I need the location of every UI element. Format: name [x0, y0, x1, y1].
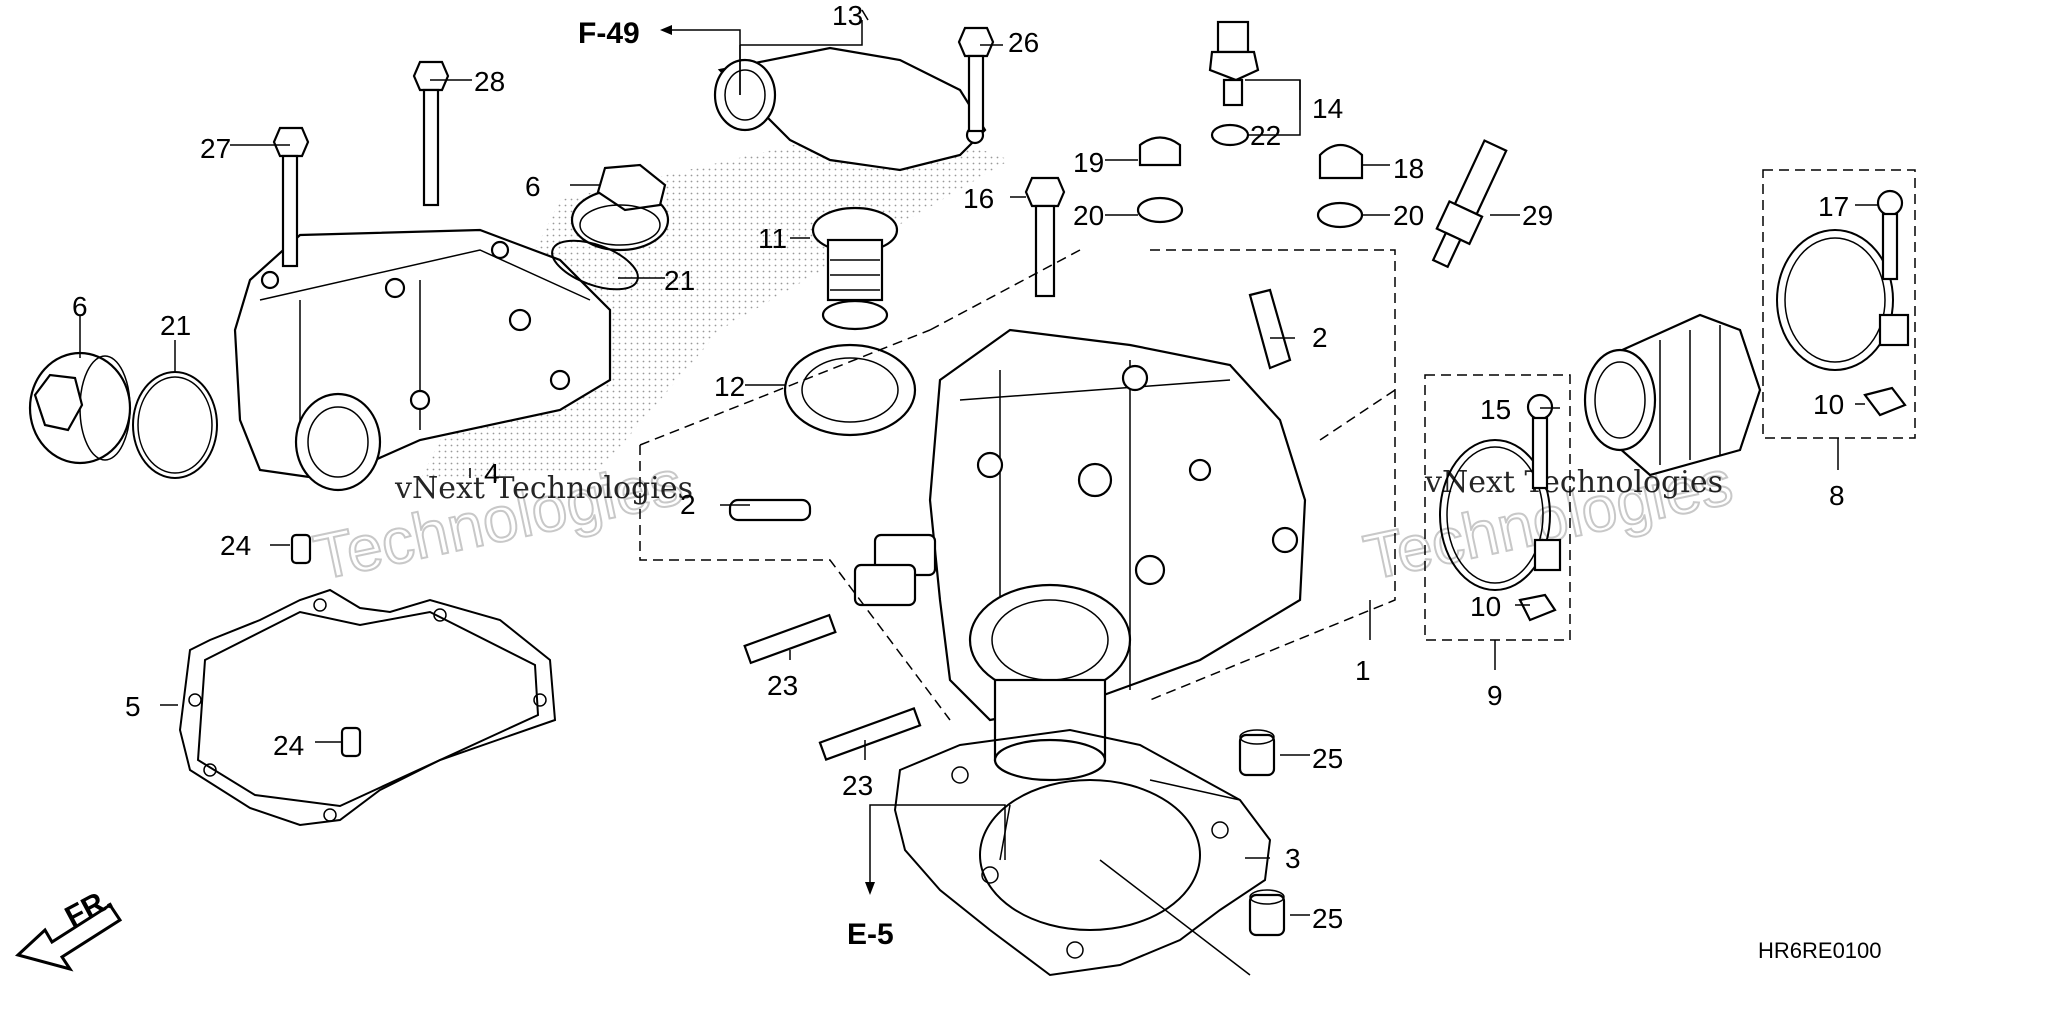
callout-26: 26 [1008, 27, 1039, 58]
callout-27: 27 [200, 133, 231, 164]
dowel-25-lower [1248, 889, 1286, 937]
head-gasket-holes [951, 766, 1229, 959]
callout-19: 19 [1073, 147, 1104, 178]
leader-lines [79, 9, 1878, 976]
callout-4: 4 [484, 458, 500, 489]
callout-25-lower: 25 [1312, 903, 1343, 934]
bolt-27 [272, 126, 310, 268]
callout-25-upper: 25 [1312, 743, 1343, 774]
callout-18: 18 [1393, 153, 1424, 184]
callout-16: 16 [963, 183, 994, 214]
callout-17: 17 [1818, 191, 1849, 222]
oil-filler-cap-left [28, 351, 132, 465]
callout-6-top: 6 [525, 171, 541, 202]
washer-20-left [1136, 196, 1184, 224]
stud-bolt-23-lower [818, 707, 922, 761]
callout-24-upper: 24 [220, 530, 251, 561]
cylinder-head [853, 328, 1307, 782]
callout-2-lower: 2 [680, 489, 696, 520]
intake-insulator [1583, 313, 1762, 477]
clamp-band-8 [1776, 229, 1910, 371]
callout-20-right: 20 [1393, 200, 1424, 231]
insulator-band-9 [1439, 439, 1562, 591]
bolt-16 [1024, 176, 1066, 298]
reference-arrow-f49 [660, 25, 700, 35]
ref-label-f49: F-49 [578, 17, 640, 50]
callout-5: 5 [125, 691, 141, 722]
callout-3: 3 [1285, 843, 1301, 874]
dowel-25-upper [1238, 729, 1276, 777]
head-gasket-bore [979, 779, 1201, 931]
callout-20-left: 20 [1073, 200, 1104, 231]
thermostat-seal-inner [801, 357, 899, 423]
bolt-26 [957, 26, 995, 133]
thermostat-cover [713, 46, 987, 172]
callout-14: 14 [1312, 93, 1343, 124]
cylinder-head-gasket [893, 728, 1272, 977]
dowel-pin-24-lower [340, 726, 362, 758]
callout-15: 15 [1480, 394, 1511, 425]
watermark-text-left: vNext Technologies [394, 471, 693, 506]
callout-22: 22 [1250, 120, 1281, 151]
stud-bolt-23-upper [743, 613, 837, 665]
oil-filler-cap-top [570, 163, 670, 252]
callout-2-upper: 2 [1312, 322, 1328, 353]
group-8-box [1762, 169, 1916, 439]
thermostat [811, 206, 899, 331]
temperature-sensor [1208, 20, 1260, 107]
callout-23-lower: 23 [842, 770, 873, 801]
callout-9: 9 [1487, 680, 1503, 711]
callout-6-left: 6 [72, 291, 88, 322]
callout-11: 11 [758, 223, 787, 254]
cylinder-head-cover [233, 228, 612, 492]
nut-10-upper [1863, 386, 1907, 417]
callout-1: 1 [1355, 655, 1371, 686]
nut-10-lower [1518, 593, 1557, 622]
group-9-box [1424, 374, 1571, 641]
gasket-holes [188, 598, 547, 822]
dowel-pin-24-upper [290, 533, 312, 565]
bolt-28 [412, 60, 450, 207]
callout-numbers: 1 2 2 3 4 5 6 6 8 9 10 10 11 12 13 14 15… [72, 0, 1849, 934]
o-ring-left [132, 371, 218, 479]
callout-23-upper: 23 [767, 670, 798, 701]
ref-label-e5: E-5 [847, 918, 894, 951]
o-ring-left-inner [137, 376, 213, 474]
callout-12: 12 [714, 371, 745, 402]
screw-15 [1526, 393, 1554, 490]
callout-8: 8 [1829, 480, 1845, 511]
reference-arrow-e5 [865, 860, 875, 895]
sensor-washer [1210, 123, 1250, 147]
o-ring-upper [551, 239, 639, 291]
cap-nut-18 [1318, 143, 1364, 180]
callout-21-left: 21 [160, 310, 191, 341]
diagram-code: HR6RE0100 [1758, 938, 1882, 963]
callout-13: 13 [832, 0, 863, 31]
thermostat-seal [783, 343, 917, 437]
washer-20-right [1316, 201, 1364, 229]
watermark-text-right: vNext Technologies [1424, 465, 1723, 500]
callout-24-lower: 24 [273, 730, 304, 761]
head-cover-gasket [178, 588, 557, 827]
callout-29: 29 [1522, 200, 1553, 231]
callout-21-upper: 21 [664, 265, 695, 296]
spark-plug [1431, 139, 1508, 269]
valve-guide-upper [1248, 288, 1292, 370]
cap-nut-19 [1138, 136, 1182, 167]
callout-28: 28 [474, 66, 505, 97]
head-cover-gasket-inner [196, 610, 540, 808]
valve-guide-lower [728, 498, 812, 522]
screw-17 [1876, 189, 1904, 281]
callout-10-lower: 10 [1470, 591, 1501, 622]
front-arrow-icon [14, 902, 123, 972]
callout-10-upper: 10 [1813, 389, 1844, 420]
